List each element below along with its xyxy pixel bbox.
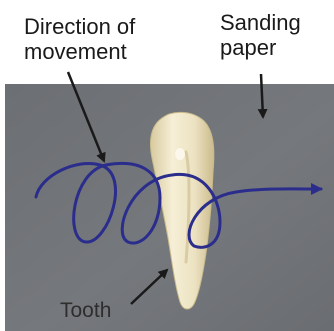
direction-of-movement-label: Direction of movement bbox=[24, 14, 135, 64]
sanding-paper-label: Sanding paper bbox=[220, 10, 301, 60]
sanding-label-line1: Sanding bbox=[220, 10, 301, 35]
direction-label-line1: Direction of bbox=[24, 14, 135, 39]
direction-label-line2: movement bbox=[24, 39, 135, 64]
sanding-label-line2: paper bbox=[220, 35, 301, 60]
tooth-label: Tooth bbox=[60, 298, 111, 323]
